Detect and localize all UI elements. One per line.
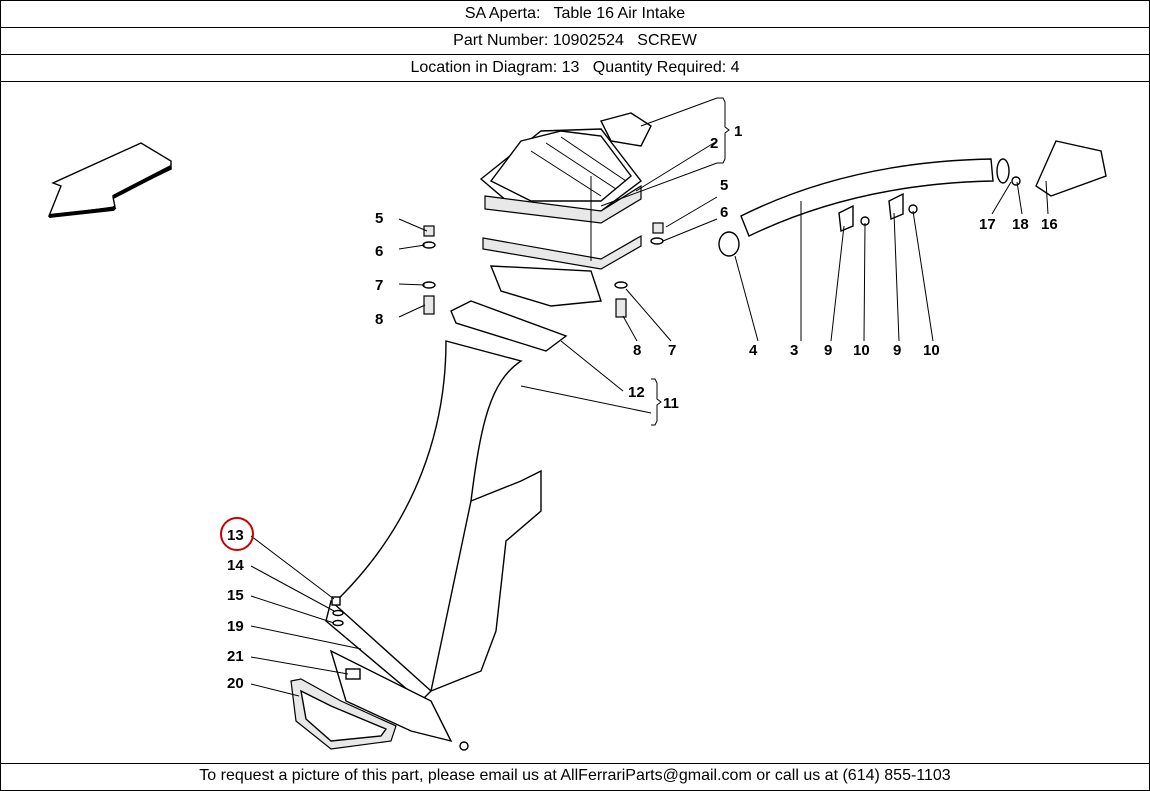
callout-11: 11 bbox=[663, 395, 679, 412]
callout-10-left: 10 bbox=[853, 342, 870, 359]
callout-2: 2 bbox=[710, 135, 718, 152]
callout-14: 14 bbox=[227, 557, 244, 574]
callout-7-left: 7 bbox=[375, 277, 383, 294]
callout-6-left: 6 bbox=[375, 243, 383, 260]
contact-footer: To request a picture of this part, pleas… bbox=[0, 763, 1150, 791]
callout-17: 17 bbox=[979, 216, 996, 233]
callout-8-left: 8 bbox=[375, 311, 383, 328]
callout-1: 1 bbox=[734, 123, 742, 140]
parts-diagram: 1 2 5 6 5 6 7 8 8 7 4 3 9 10 9 10 17 18 … bbox=[0, 81, 1150, 764]
callout-15: 15 bbox=[227, 587, 244, 604]
location-row: Location in Diagram: 13 Quantity Require… bbox=[0, 54, 1150, 81]
exploded-view-drawing: 1 2 5 6 5 6 7 8 8 7 4 3 9 10 9 10 17 18 … bbox=[47, 97, 1107, 751]
callout-4: 4 bbox=[749, 342, 758, 359]
callout-19: 19 bbox=[227, 618, 244, 635]
callout-10-right: 10 bbox=[923, 342, 940, 359]
intake-hose bbox=[718, 140, 1107, 257]
part-number-row: Part Number: 10902524 SCREW bbox=[0, 27, 1150, 54]
callout-5-left: 5 bbox=[375, 210, 383, 227]
air-filter-box bbox=[479, 112, 652, 307]
callout-8-right: 8 bbox=[633, 342, 641, 359]
callout-6-right: 6 bbox=[720, 204, 728, 221]
callout-13: 13 bbox=[227, 527, 244, 544]
callout-21: 21 bbox=[227, 648, 244, 665]
hardware bbox=[331, 192, 918, 627]
callout-labels: 1 2 5 6 5 6 7 8 8 7 4 3 9 10 9 10 17 18 … bbox=[227, 123, 1058, 692]
callout-20: 20 bbox=[227, 675, 244, 692]
callout-16: 16 bbox=[1041, 216, 1058, 233]
callout-5-right: 5 bbox=[720, 177, 728, 194]
callout-18: 18 bbox=[1012, 216, 1029, 233]
callout-3: 3 bbox=[790, 342, 798, 359]
selected-part-highlight bbox=[220, 517, 254, 551]
intake-duct bbox=[290, 300, 568, 751]
table-title: SA Aperta: Table 16 Air Intake bbox=[0, 0, 1150, 27]
direction-arrow-icon bbox=[47, 142, 172, 218]
leader-lines bbox=[250, 97, 1049, 697]
callout-9-left: 9 bbox=[824, 342, 832, 359]
callout-7-right: 7 bbox=[668, 342, 676, 359]
callout-12: 12 bbox=[628, 384, 645, 401]
callout-9-right: 9 bbox=[893, 342, 901, 359]
